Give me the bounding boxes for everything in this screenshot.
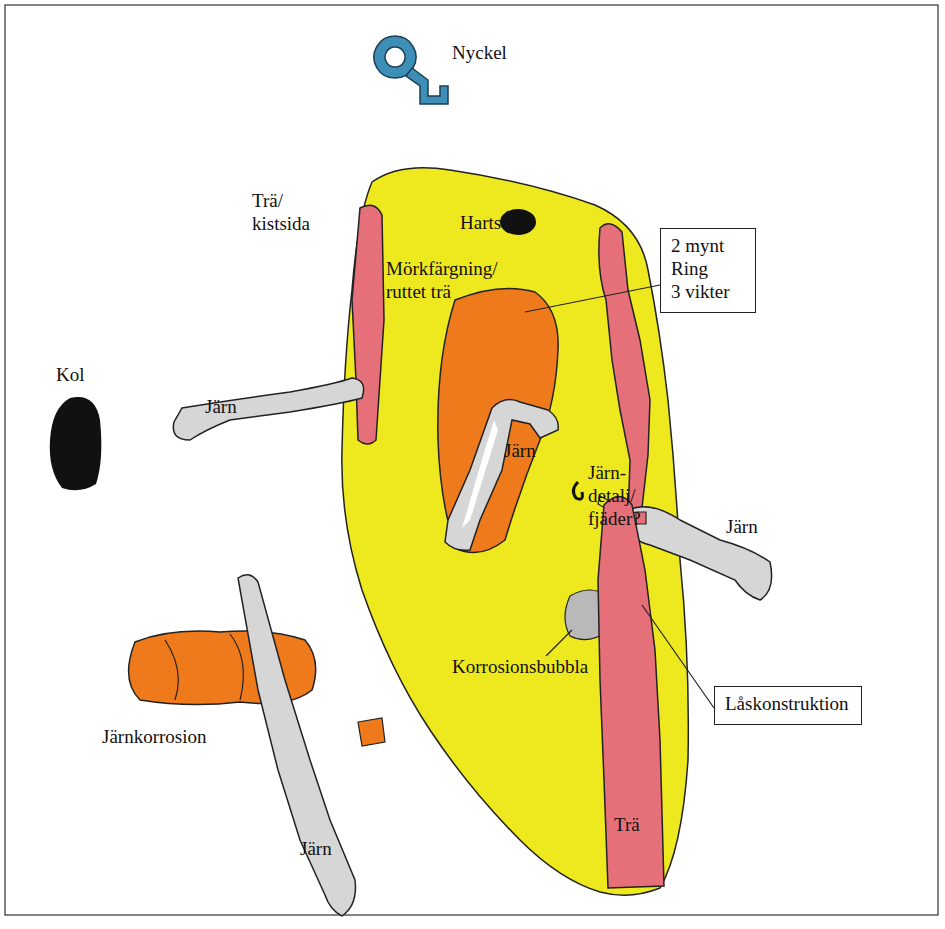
box-text: Låskonstruktion [725, 693, 851, 716]
part-label: Järn [300, 838, 332, 861]
part-label: Trä [614, 814, 640, 837]
iron-bottom [238, 575, 355, 916]
part-label: Järn [205, 396, 237, 419]
part-label: Järn- detalj/ fjäder? [588, 462, 641, 530]
part-label: Mörkfärgning/ ruttet trä [386, 258, 516, 304]
resin-spot [500, 209, 536, 235]
wood-right-lower [598, 497, 664, 889]
find-list-box: 2 myntRing3 vikter [660, 228, 756, 313]
coal-lump [50, 397, 102, 490]
box-text: 2 mynt [671, 235, 745, 258]
box-text: 3 vikter [671, 281, 745, 304]
part-label: Harts [460, 212, 501, 235]
iron-right [628, 507, 772, 600]
iron-left [173, 378, 363, 440]
frame [5, 5, 938, 915]
wood-side-left [352, 205, 384, 444]
leader-line [642, 605, 714, 708]
leader-line [546, 630, 572, 656]
box-text: Ring [671, 258, 745, 281]
part-label: Nyckel [452, 42, 507, 65]
corrosion-chunk [358, 718, 385, 746]
part-label: Korrosionsbubbla [452, 656, 588, 679]
iron-highlight [462, 420, 498, 528]
key-drawing [374, 36, 448, 104]
part-label: Kol [56, 364, 85, 387]
corrosion-core [438, 288, 558, 552]
part-label: Järnkorrosion [102, 726, 206, 749]
iron-spring [573, 482, 582, 499]
iron-inner [445, 400, 558, 551]
leader-line [525, 285, 660, 312]
soil-outline [342, 168, 688, 895]
callout-box: Låskonstruktion [714, 686, 862, 725]
part-label: Järn [504, 440, 536, 463]
part-label: Trä/ kistsida [252, 190, 310, 236]
part-label: Järn [726, 516, 758, 539]
